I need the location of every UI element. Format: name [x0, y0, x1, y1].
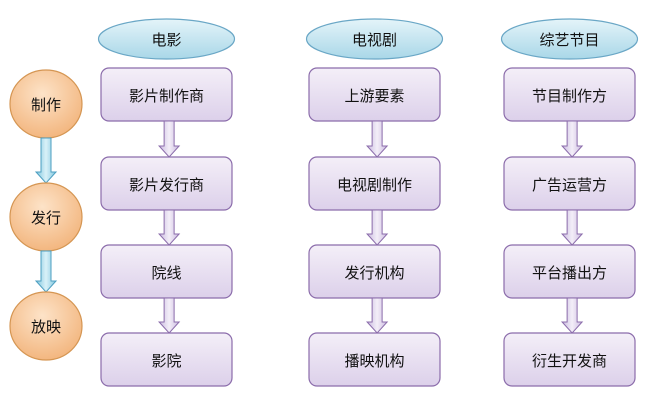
- flow-arrow: [560, 297, 584, 334]
- flow-arrow: [157, 297, 181, 334]
- step-label: 院线: [151, 264, 182, 282]
- column-header-0: [97, 18, 236, 60]
- flow-arrow: [157, 120, 181, 158]
- step-label: 影片制作商: [129, 87, 205, 105]
- step-label: 上游要素: [344, 87, 405, 105]
- step-label: 发行机构: [344, 264, 405, 282]
- flow-arrow: [560, 209, 584, 246]
- step-label: 影片发行商: [129, 176, 205, 194]
- step-box: [503, 332, 636, 387]
- column-header-1: [305, 18, 444, 60]
- column-header-label: 电影: [151, 30, 182, 49]
- flow-arrow: [157, 209, 181, 246]
- stage-label: 放映: [31, 317, 62, 336]
- stage-label: 发行: [31, 208, 62, 227]
- step-label: 影院: [151, 352, 182, 370]
- column-header-label: 综艺节目: [539, 30, 600, 49]
- step-box: [308, 332, 441, 387]
- step-label: 平台播出方: [532, 264, 608, 282]
- step-label: 播映机构: [344, 352, 405, 370]
- step-label: 衍生开发商: [532, 352, 608, 370]
- stage-label: 制作: [31, 95, 62, 114]
- column-header-label: 电视剧: [352, 30, 398, 49]
- flow-arrow: [365, 209, 389, 246]
- step-label: 电视剧制作: [337, 176, 413, 194]
- flow-arrow: [365, 297, 389, 334]
- step-label: 广告运营方: [532, 176, 608, 194]
- flow-arrow: [365, 120, 389, 158]
- stage-arrow: [34, 137, 58, 184]
- column-header-2: [500, 18, 639, 60]
- flow-arrow: [560, 120, 584, 158]
- stage-arrow: [34, 250, 58, 293]
- stage-circle: [9, 291, 83, 361]
- step-box: [100, 332, 233, 387]
- step-label: 节目制作方: [532, 87, 608, 105]
